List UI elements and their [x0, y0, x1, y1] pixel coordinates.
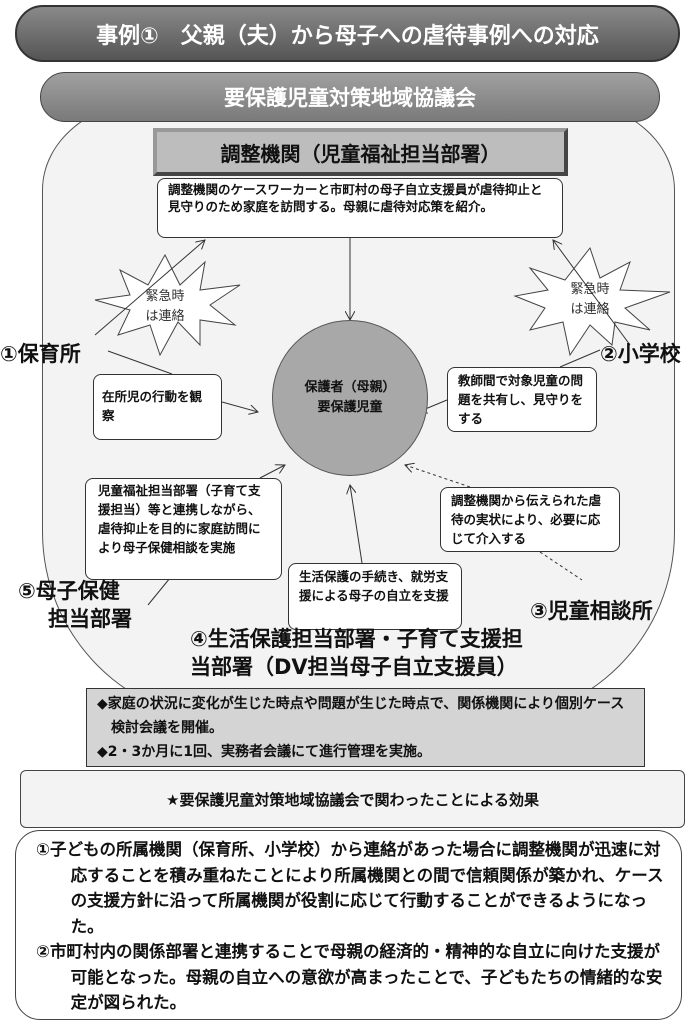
- agency-welfare: ④生活保護担当部署・子育て支援担当部署（DV担当母子自立支援員）: [190, 627, 523, 679]
- note-nursery: 在所児の行動を観察: [93, 374, 222, 440]
- agency-consult: ③児童相談所: [530, 599, 653, 623]
- emergency-left: 緊急時は連絡: [145, 289, 185, 324]
- coordinator-header: 調整機関（児童福祉担当部署）: [153, 128, 568, 176]
- agency-school: ②小学校: [600, 342, 681, 366]
- emergency-right: 緊急時は連絡: [570, 282, 610, 317]
- note-maternal: 児童福祉担当部署（子育て支援担当）等と連携しながら、虐待抑止を目的に家庭訪問によ…: [85, 478, 282, 580]
- council-banner: 要保護児童対策地域協議会: [40, 72, 660, 122]
- center-family: 保護者（母親）要保護児童: [272, 320, 428, 476]
- burst-right-icon: [513, 246, 671, 357]
- page-title: 事例① 父親（夫）から母子への虐待事例への対応: [15, 5, 680, 62]
- note-school: 教師間で対象児童の問題を共有し、見守りをする: [447, 367, 597, 432]
- agency-nursery: ①保育所: [0, 342, 81, 366]
- effects-title: ★要保護児童対策地域協議会で関わったことによる効果: [20, 770, 685, 828]
- effects-list: ①子どもの所属機関（保育所、小学校）から連絡があった場合に調整機関が迅速に対応す…: [15, 830, 682, 1020]
- burst-left-icon: [94, 253, 241, 357]
- effect-item: ①子どもの所属機関（保育所、小学校）から連絡があった場合に調整機関が迅速に対応す…: [36, 840, 664, 936]
- coordinator-note: 調整機関のケースワーカーと市町村の母子自立支援員が虐待抑止と見守りのため家庭を訪…: [157, 178, 563, 238]
- agency-maternal: ⑤母子保健担当部署: [18, 579, 132, 631]
- note-welfare: 生活保護の手続き、就労支援による母子の自立を支援: [288, 563, 462, 630]
- effect-item: ②市町村内の関係部署と連携することで母親の経済的・精神的な自立に向けた支援が可能…: [36, 942, 663, 1012]
- note-consult: 調整機関から伝えられた虐待の実状により、必要に応じて介入する: [440, 487, 620, 552]
- meeting-info: ◆家庭の状況に変化が生じた時点や問題が生じた時点で、関係機関により個別ケース検討…: [86, 688, 645, 767]
